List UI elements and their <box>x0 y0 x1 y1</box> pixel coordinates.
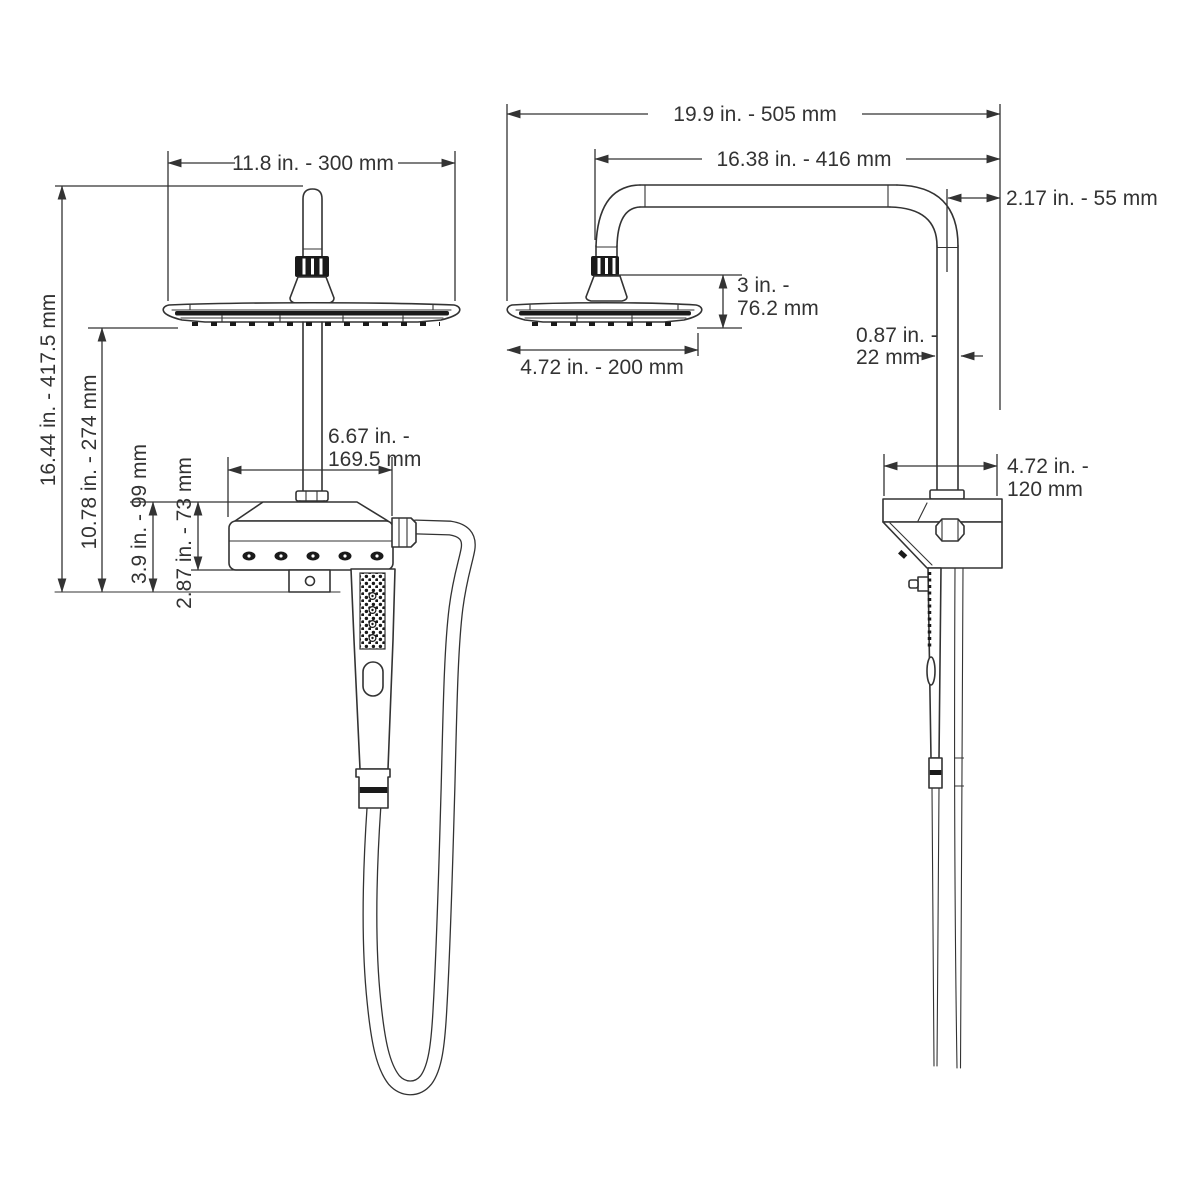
head-band <box>175 311 449 316</box>
hose-connector-ticks <box>953 757 965 787</box>
shower-head-front <box>162 301 461 326</box>
dim-head-drop-label-line1: 3 in. - <box>737 274 790 297</box>
cover-detail <box>898 549 908 559</box>
shower-head-side <box>506 301 703 326</box>
hose-body <box>363 520 475 1095</box>
shower-hose-side <box>953 567 965 1069</box>
wand-center-nozzles <box>368 591 377 642</box>
pipe-flange <box>929 489 965 500</box>
shower-hose-front <box>362 519 476 1096</box>
connector-nut-side <box>591 256 619 276</box>
wand-connector-band <box>929 770 942 775</box>
extension-lines <box>883 454 998 496</box>
wall-pipe-side <box>936 245 959 491</box>
hose-fitting <box>391 517 417 548</box>
dim-head-to-base-label: 10.78 in. - 274 mm <box>78 374 101 549</box>
dim-head-depth-label: 4.72 in. - 200 mm <box>520 356 683 379</box>
wand-pause-button <box>362 661 384 697</box>
dim-pipe-diameter-label-line1: 0.87 in. - <box>856 324 938 347</box>
side-view: 19.9 in. - 505 mm 16.38 in. - 416 mm 2.1… <box>506 103 1158 1069</box>
dim-head-drop-label-line2: 76.2 mm <box>737 297 819 320</box>
dim-valve-height-label: 2.87 in. - 73 mm <box>173 457 196 609</box>
mode-button-dot <box>343 554 347 558</box>
extension-lines <box>167 151 456 301</box>
valve-body <box>228 520 394 571</box>
dim-overall-height-label: 16.44 in. - 417.5 mm <box>37 294 60 487</box>
mode-button-dot <box>375 554 379 558</box>
mode-button-dot <box>247 554 251 558</box>
arm-left-bend <box>595 184 641 247</box>
plate-seam <box>917 502 928 522</box>
dim-arm-reach-label: 16.38 in. - 416 mm <box>716 148 891 171</box>
front-view-dimensions: 11.8 in. - 300 mm 16.44 in. - 417.5 mm 1… <box>37 151 456 609</box>
connector-nut-front <box>295 256 329 277</box>
riser-pipe-front <box>302 321 323 492</box>
valve-cover-edge <box>889 522 933 566</box>
wall-bracket-front <box>288 569 331 593</box>
nut-facets <box>302 258 323 275</box>
collar-seams <box>305 490 318 502</box>
collar-body <box>295 490 329 502</box>
head-cone-side <box>585 275 628 302</box>
arm-horizontal <box>639 184 898 208</box>
dim-valve-depth-label-line2: 120 mm <box>1007 478 1083 501</box>
shower-arm-side <box>595 184 959 491</box>
arm-seams <box>595 184 959 249</box>
bracket-knob <box>908 579 919 589</box>
dim-valve-depth-label-line1: 4.72 in. - <box>1007 455 1089 478</box>
arm-drop-stub <box>595 245 618 257</box>
mode-button-dot <box>279 554 283 558</box>
arm-right-bend <box>889 184 959 247</box>
mode-button-dot <box>311 554 315 558</box>
hand-shower-front <box>350 568 396 809</box>
dim-valve-to-base-label: 3.9 in. - 99 mm <box>128 444 151 584</box>
hose-profile <box>954 567 964 1069</box>
dim-overall-width-label: 19.9 in. - 505 mm <box>673 103 836 126</box>
valve-nut-facets <box>941 518 959 542</box>
dim-pipe-diameter-label-line2: 22 mm <box>856 346 920 369</box>
dim-wall-offset-label: 2.17 in. - 55 mm <box>1006 187 1158 210</box>
valve-cover <box>234 501 389 522</box>
valve-nut-side <box>935 518 965 542</box>
wand-connector-band <box>359 787 388 793</box>
wand-hose-side <box>931 787 940 1067</box>
dim-head-width-label: 11.8 in. - 300 mm <box>232 152 394 175</box>
riser-pipe-top-front <box>302 188 323 257</box>
dim-valve-width-label-line2: 169.5 mm <box>328 448 421 471</box>
nut-facets <box>597 258 616 274</box>
head-face-lines <box>180 314 444 323</box>
valve-body-side <box>882 521 1003 569</box>
head-band <box>519 311 691 316</box>
head-cone-front <box>289 276 335 304</box>
pipe-outline <box>302 188 323 257</box>
hand-shower-side <box>926 567 943 1067</box>
front-view: 11.8 in. - 300 mm 16.44 in. - 417.5 mm 1… <box>37 151 476 1096</box>
wand-pause-button-side <box>926 656 936 686</box>
bracket-screw-hole <box>304 575 316 587</box>
head-face-lines <box>524 314 687 323</box>
diverter-valve-side <box>882 489 1003 569</box>
spray-mode-buttons <box>242 551 384 561</box>
head-end-seams <box>189 304 434 311</box>
hose-fitting-facets <box>398 517 408 548</box>
side-view-dimensions: 19.9 in. - 505 mm 16.38 in. - 416 mm 2.1… <box>506 103 1158 501</box>
head-end-seams <box>529 304 679 311</box>
diverter-valve-front <box>228 501 417 571</box>
dim-valve-width-label-line1: 6.67 in. - <box>328 425 410 448</box>
